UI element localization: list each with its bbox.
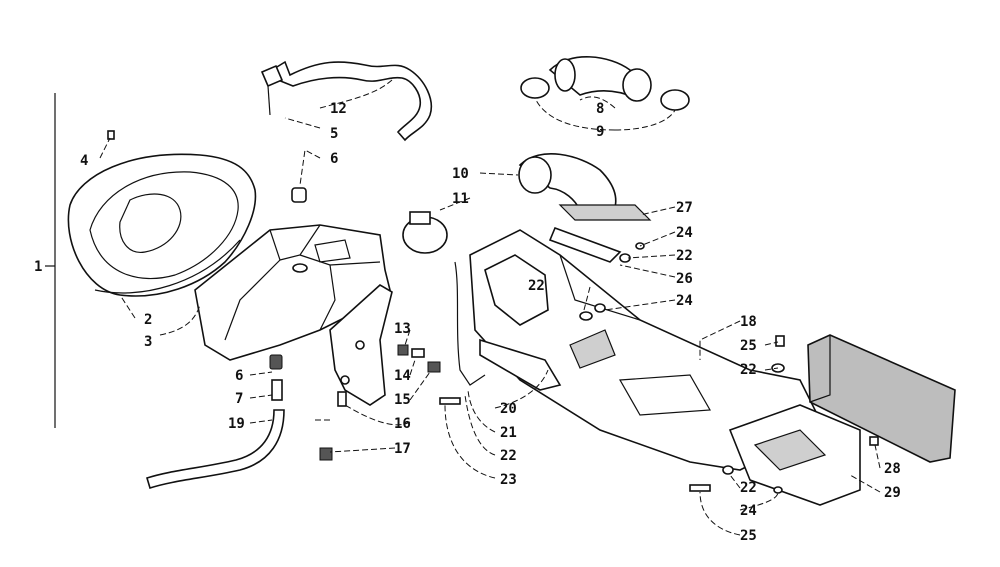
callout-labels: 1 2 3 4 5 6 6 7 8 9 10 11 12 13 14 15 16… (34, 101, 901, 544)
callout: 20 (500, 401, 517, 417)
silencer-housing (194, 224, 391, 361)
foam-filter (807, 334, 956, 463)
callout: 4 (80, 153, 88, 169)
callout: 8 (596, 101, 604, 117)
leader-lines (99, 79, 881, 536)
callout: 2 (144, 312, 152, 328)
hose-clamp (402, 211, 448, 254)
callout: 24 (676, 293, 693, 309)
callout: 13 (394, 321, 411, 337)
intake-duct (469, 229, 861, 506)
callout: 22 (676, 248, 693, 264)
callout: 22 (528, 278, 545, 294)
callout: 23 (500, 472, 517, 488)
callout: 24 (740, 503, 757, 519)
callout: 7 (235, 391, 243, 407)
callout: 28 (884, 461, 901, 477)
callout: 16 (394, 416, 411, 432)
callout: 19 (228, 416, 245, 432)
callout: 12 (330, 101, 347, 117)
callout: 26 (676, 271, 693, 287)
callout: 25 (740, 338, 757, 354)
callout: 9 (596, 124, 604, 140)
callout: 21 (500, 425, 517, 441)
vent-hose (260, 60, 432, 142)
callout: 10 (452, 166, 469, 182)
callout: 29 (884, 485, 901, 501)
intake-elbow (518, 153, 617, 216)
callout: 6 (235, 368, 243, 384)
callout: 11 (452, 191, 469, 207)
assembly-bracket (45, 93, 56, 428)
drain-hose (146, 409, 285, 490)
hardware (107, 130, 879, 494)
callout: 22 (740, 480, 757, 496)
fittings (267, 85, 307, 401)
silencer-cover (67, 153, 257, 297)
callout: 5 (330, 126, 338, 142)
mount-bracket (329, 284, 393, 406)
callout: 15 (394, 392, 411, 408)
callout: 25 (740, 528, 757, 544)
callout: 22 (740, 362, 757, 378)
callout: 24 (676, 225, 693, 241)
retaining-rod (454, 261, 562, 391)
callout: 22 (500, 448, 517, 464)
callout: 6 (330, 151, 338, 167)
gaskets (548, 204, 652, 263)
callout: 17 (394, 441, 411, 457)
callout: 1 (34, 259, 42, 275)
callout: 27 (676, 200, 693, 216)
callout: 18 (740, 314, 757, 330)
callout: 3 (144, 334, 152, 350)
boot-and-clamps (520, 56, 690, 111)
callout: 14 (394, 368, 411, 384)
